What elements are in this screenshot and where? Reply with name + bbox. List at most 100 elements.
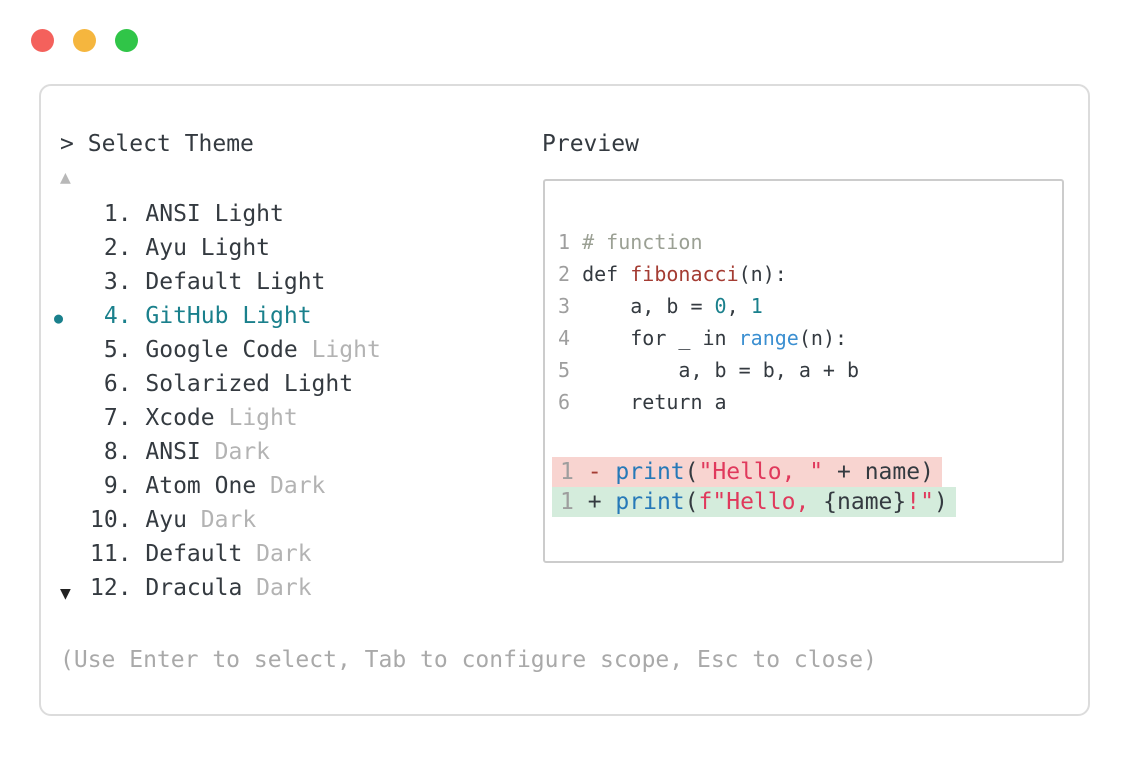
token-text: a, b = b, a + b <box>582 358 860 382</box>
prompt: > Select Theme <box>60 128 254 160</box>
theme-option-6[interactable]: 6. Solarized Light <box>41 368 541 402</box>
theme-name-variant: Dark <box>242 541 312 567</box>
window-controls <box>31 29 138 52</box>
code-line: 2 def fibonacci(n): <box>558 258 859 290</box>
token-text: a, b = <box>582 294 715 318</box>
scroll-down-icon[interactable]: ▼ <box>60 583 71 604</box>
token-text: ) <box>933 489 948 515</box>
theme-option-2[interactable]: 2. Ayu Light <box>41 232 541 266</box>
theme-name: Solarized Light <box>145 371 354 397</box>
theme-name: Google Code <box>145 337 298 363</box>
theme-number: 2. <box>90 235 146 261</box>
diff-line-added: 1 + print(f"Hello, {name}!") <box>552 487 956 517</box>
code-line: 6 return a <box>558 386 859 418</box>
code-line: 5 a, b = b, a + b <box>558 354 859 386</box>
keyboard-hint: (Use Enter to select, Tab to configure s… <box>60 647 877 673</box>
theme-number: 7. <box>90 405 146 431</box>
gutter-spacer <box>54 540 90 572</box>
line-number: 1 <box>560 459 574 485</box>
theme-name: Default <box>145 541 243 567</box>
line-number: 1 <box>558 230 571 254</box>
theme-option-8[interactable]: 8. ANSI Dark <box>41 436 541 470</box>
theme-number: 6. <box>90 371 146 397</box>
theme-number: 10. <box>90 507 146 533</box>
theme-option-12[interactable]: 12. Dracula Dark <box>41 572 541 606</box>
theme-name: ANSI Light <box>145 201 284 227</box>
gutter-spacer <box>54 404 90 436</box>
theme-number: 1. <box>90 201 146 227</box>
line-number: 6 <box>558 390 571 414</box>
theme-name-variant: Light <box>297 337 381 363</box>
token-text: {name} <box>823 489 907 515</box>
gutter-spacer <box>54 472 90 504</box>
token-string: f"Hello, <box>698 489 824 515</box>
token-text: def <box>582 262 631 286</box>
theme-number: 12. <box>90 575 146 601</box>
prompt-caret: > <box>60 131 74 157</box>
theme-name-variant: Dark <box>200 439 271 465</box>
code-line: 4 for _ in range(n): <box>558 322 859 354</box>
theme-option-4[interactable]: ● 4. GitHub Light <box>41 300 541 334</box>
theme-option-7[interactable]: 7. Xcode Light <box>41 402 541 436</box>
theme-picker-dialog: > Select Theme ▲ 1. ANSI Light 2. Ayu Li… <box>39 84 1090 716</box>
theme-name: Atom One <box>145 473 257 499</box>
token-text: , <box>726 294 751 318</box>
theme-name-variant: Dark <box>242 575 312 601</box>
token-call: print <box>615 459 685 485</box>
line-number: 3 <box>558 294 571 318</box>
theme-number: 11. <box>90 541 146 567</box>
gutter-spacer <box>54 506 90 538</box>
zoom-button[interactable] <box>115 29 138 52</box>
line-number: 5 <box>558 358 571 382</box>
close-button[interactable] <box>31 29 54 52</box>
line-number: 1 <box>560 489 574 515</box>
preview-label: Preview <box>542 131 639 157</box>
gutter-spacer <box>54 438 90 470</box>
selected-bullet-icon: ● <box>54 309 64 327</box>
minimize-button[interactable] <box>73 29 96 52</box>
page-title: Select Theme <box>87 131 254 157</box>
token-text: (n): <box>798 326 848 350</box>
token-call: print <box>615 489 685 515</box>
scroll-up-icon[interactable]: ▲ <box>60 167 71 188</box>
theme-name: Ayu Light <box>145 235 271 261</box>
theme-option-3[interactable]: 3. Default Light <box>41 266 541 300</box>
theme-name-variant: Dark <box>256 473 326 499</box>
gutter-spacer <box>54 370 90 402</box>
theme-name: ANSI <box>145 439 201 465</box>
theme-name: Xcode <box>145 405 215 431</box>
theme-name-variant: Dark <box>186 507 257 533</box>
diff-sample: 1 - print("Hello, " + name)1 + print(f"H… <box>552 457 956 517</box>
theme-number: 5. <box>90 337 146 363</box>
token-builtin: range <box>738 326 799 350</box>
token-string: !" <box>906 489 934 515</box>
token-text: (n): <box>738 262 787 286</box>
line-number: 4 <box>558 326 571 350</box>
theme-option-9[interactable]: 9. Atom One Dark <box>41 470 541 504</box>
code-line: 3 a, b = 0, 1 <box>558 290 859 322</box>
theme-name: Ayu <box>145 507 187 533</box>
token-string: "Hello, " <box>698 459 824 485</box>
theme-number: 4. <box>90 303 146 329</box>
token-func: fibonacci <box>630 262 739 286</box>
theme-number: 3. <box>90 269 146 295</box>
theme-option-10[interactable]: 10. Ayu Dark <box>41 504 541 538</box>
line-number: 2 <box>558 262 571 286</box>
theme-option-1[interactable]: 1. ANSI Light <box>41 198 541 232</box>
theme-number: 8. <box>90 439 146 465</box>
token-comment: # function <box>582 230 703 254</box>
theme-list: 1. ANSI Light 2. Ayu Light 3. Default Li… <box>41 198 541 606</box>
theme-option-11[interactable]: 11. Default Dark <box>41 538 541 572</box>
diff-line-removed: 1 - print("Hello, " + name) <box>552 457 956 487</box>
diff-added-highlight: 1 + print(f"Hello, {name}!") <box>552 487 956 517</box>
theme-option-5[interactable]: 5. Google Code Light <box>41 334 541 368</box>
theme-name-variant: Light <box>214 405 298 431</box>
token-minus: - <box>587 459 616 485</box>
theme-name: GitHub Light <box>145 303 312 329</box>
diff-removed-highlight: 1 - print("Hello, " + name) <box>552 457 942 487</box>
theme-number: 9. <box>90 473 146 499</box>
token-num: 0 <box>714 294 727 318</box>
token-text: ( <box>684 489 699 515</box>
